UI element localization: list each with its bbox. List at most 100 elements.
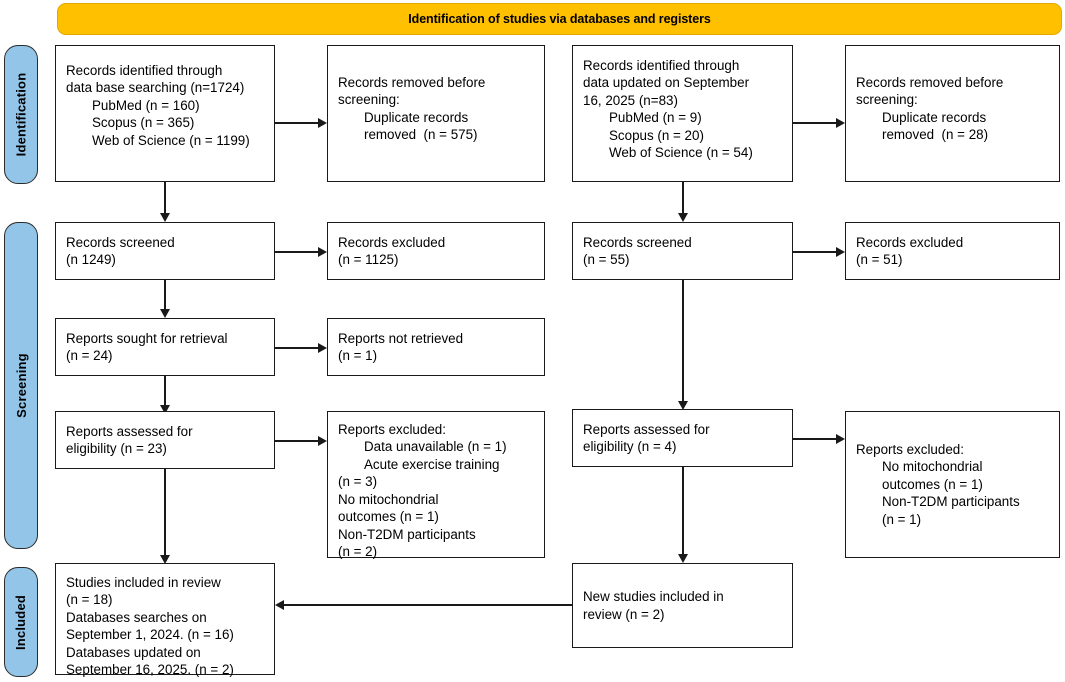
box-line: September 1, 2024. (n = 16) (66, 627, 234, 643)
arrowhead-down-identified-updated (677, 213, 688, 222)
box-records-screened-database: Records screened (n 1249) (55, 222, 275, 280)
box-line: Web of Science (n = 54) (609, 145, 753, 161)
box-reports-not-retrieved: Reports not retrieved (n = 1) (327, 318, 545, 376)
box-line: PubMed (n = 9) (609, 110, 702, 126)
box-line: eligibility (n = 23) (66, 441, 167, 456)
box-line: (n = 1) (338, 348, 378, 363)
box-line: Records excluded (338, 234, 446, 250)
box-line: Records screened (66, 234, 175, 250)
box-line: Non-T2DM participants (882, 494, 1020, 510)
box-new-studies-included: New studies included in review (n = 2) (572, 563, 793, 648)
box-line: Reports excluded: (338, 422, 446, 437)
connector-identified-to-removed-updated (793, 122, 836, 124)
box-line: Databases updated on (66, 644, 201, 660)
arrowhead-down-assessed-to-included-db (159, 555, 170, 564)
box-line: (n = 51) (856, 252, 903, 267)
box-line: (n = 2) (338, 543, 378, 559)
box-line: Records identified through (583, 58, 740, 73)
box-reports-assessed-database: Reports assessed for eligibility (n = 23… (55, 411, 275, 469)
box-line: Reports sought for retrieval (66, 330, 228, 346)
arrowhead-down-sought-to-assessed (159, 405, 170, 414)
connector-screened-to-excluded-updated (793, 251, 836, 253)
connector-assessed-to-excluded-db (275, 440, 318, 442)
box-line: outcomes (n = 1) (882, 476, 983, 492)
box-line: Web of Science (n = 1199) (92, 132, 250, 148)
connector-screened-to-excluded-db (275, 251, 318, 253)
box-line: (n = 18) (66, 592, 113, 608)
arrowhead-new-studies-to-included (275, 599, 284, 610)
box-records-screened-updated: Records screened (n = 55) (572, 222, 793, 280)
connector-new-studies-to-included (284, 604, 572, 606)
box-line: Reports assessed for (66, 423, 193, 439)
box-line: (n = 55) (583, 252, 630, 267)
box-line: Databases searches on (66, 609, 207, 625)
connector-identified-to-removed-db (275, 122, 318, 124)
box-reports-assessed-updated: Reports assessed for eligibility (n = 4) (572, 409, 793, 467)
arrowhead-screened-to-excluded-db (318, 246, 327, 257)
connector-down-identified-updated (682, 182, 684, 214)
connector-assessed-to-excluded-updated (793, 438, 836, 440)
stage-label-identification-text: Identification (13, 72, 29, 157)
box-reports-sought-for-retrieval: Reports sought for retrieval (n = 24) (55, 318, 275, 376)
box-line: removed (n = 575) (364, 127, 478, 143)
banner-title: Identification of studies via databases … (408, 12, 711, 26)
box-line: data updated on September (583, 75, 750, 91)
connector-down-assessed-to-new-studies (682, 467, 684, 555)
box-reports-excluded-database: Reports excluded: Data unavailable (n = … (327, 411, 545, 559)
stage-label-included: Included (4, 567, 38, 677)
box-line: screening: (338, 92, 400, 108)
box-line: review (n = 2) (583, 606, 665, 622)
arrowhead-down-screened-db (159, 309, 170, 318)
box-line: 16, 2025 (n=83) (583, 92, 678, 108)
box-line: (n = 1125) (338, 252, 399, 267)
arrowhead-assessed-to-excluded-updated (836, 433, 845, 444)
box-line: Data unavailable (n = 1) (364, 439, 507, 455)
arrowhead-identified-to-removed-updated (836, 117, 845, 128)
box-line: (n = 1) (882, 511, 922, 527)
connector-sought-to-not-retrieved (275, 347, 318, 349)
arrowhead-identified-to-removed-db (318, 117, 327, 128)
box-line: PubMed (n = 160) (92, 97, 200, 113)
arrowhead-down-screened-updated (677, 401, 688, 410)
arrowhead-screened-to-excluded-updated (836, 246, 845, 257)
box-studies-included-in-review: Studies included in review (n = 18) Data… (55, 563, 275, 677)
box-line: Records identified through (66, 63, 223, 78)
connector-down-assessed-to-included-db (164, 469, 166, 556)
box-line: Records removed before (856, 75, 1004, 90)
box-line: Studies included in review (66, 575, 221, 590)
box-line: Records excluded (856, 234, 964, 250)
connector-down-screened-updated (682, 280, 684, 402)
box-records-excluded-updated: Records excluded (n = 51) (845, 222, 1060, 280)
stage-label-screening-text: Screening (13, 353, 29, 418)
box-line: (n 1249) (66, 252, 116, 267)
box-line: Acute exercise training (364, 456, 500, 472)
connector-down-screened-db (164, 280, 166, 310)
arrowhead-down-identified-db (159, 213, 170, 222)
box-line: Non-T2DM participants (338, 526, 476, 542)
box-line: Reports excluded: (856, 441, 964, 457)
banner-identification-header: Identification of studies via databases … (57, 3, 1062, 35)
stage-label-included-text: Included (13, 594, 29, 650)
arrowhead-down-assessed-to-new-studies (677, 554, 688, 563)
box-line: No mitochondrial (338, 491, 439, 507)
box-line: Records screened (583, 234, 692, 250)
box-line: removed (n = 28) (882, 127, 989, 143)
box-records-identified-updated: Records identified through data updated … (572, 45, 793, 182)
box-records-removed-database: Records removed before screening: Duplic… (327, 45, 545, 182)
box-line: (n = 24) (66, 348, 113, 363)
box-line: Duplicate records (882, 109, 987, 125)
box-line: No mitochondrial (882, 459, 983, 475)
box-records-removed-updated: Records removed before screening: Duplic… (845, 45, 1060, 182)
box-line: outcomes (n = 1) (338, 509, 439, 525)
box-records-excluded-database: Records excluded (n = 1125) (327, 222, 545, 280)
box-line: Scopus (n = 20) (609, 127, 704, 143)
box-line: Scopus (n = 365) (92, 115, 195, 131)
box-line: Duplicate records (364, 109, 469, 125)
box-line: Reports assessed for (583, 421, 710, 437)
box-line: data base searching (n=1724) (66, 80, 245, 96)
box-line: eligibility (n = 4) (583, 439, 677, 454)
box-line: Reports not retrieved (338, 330, 464, 346)
stage-label-screening: Screening (4, 222, 38, 549)
stage-label-identification: Identification (4, 45, 38, 184)
